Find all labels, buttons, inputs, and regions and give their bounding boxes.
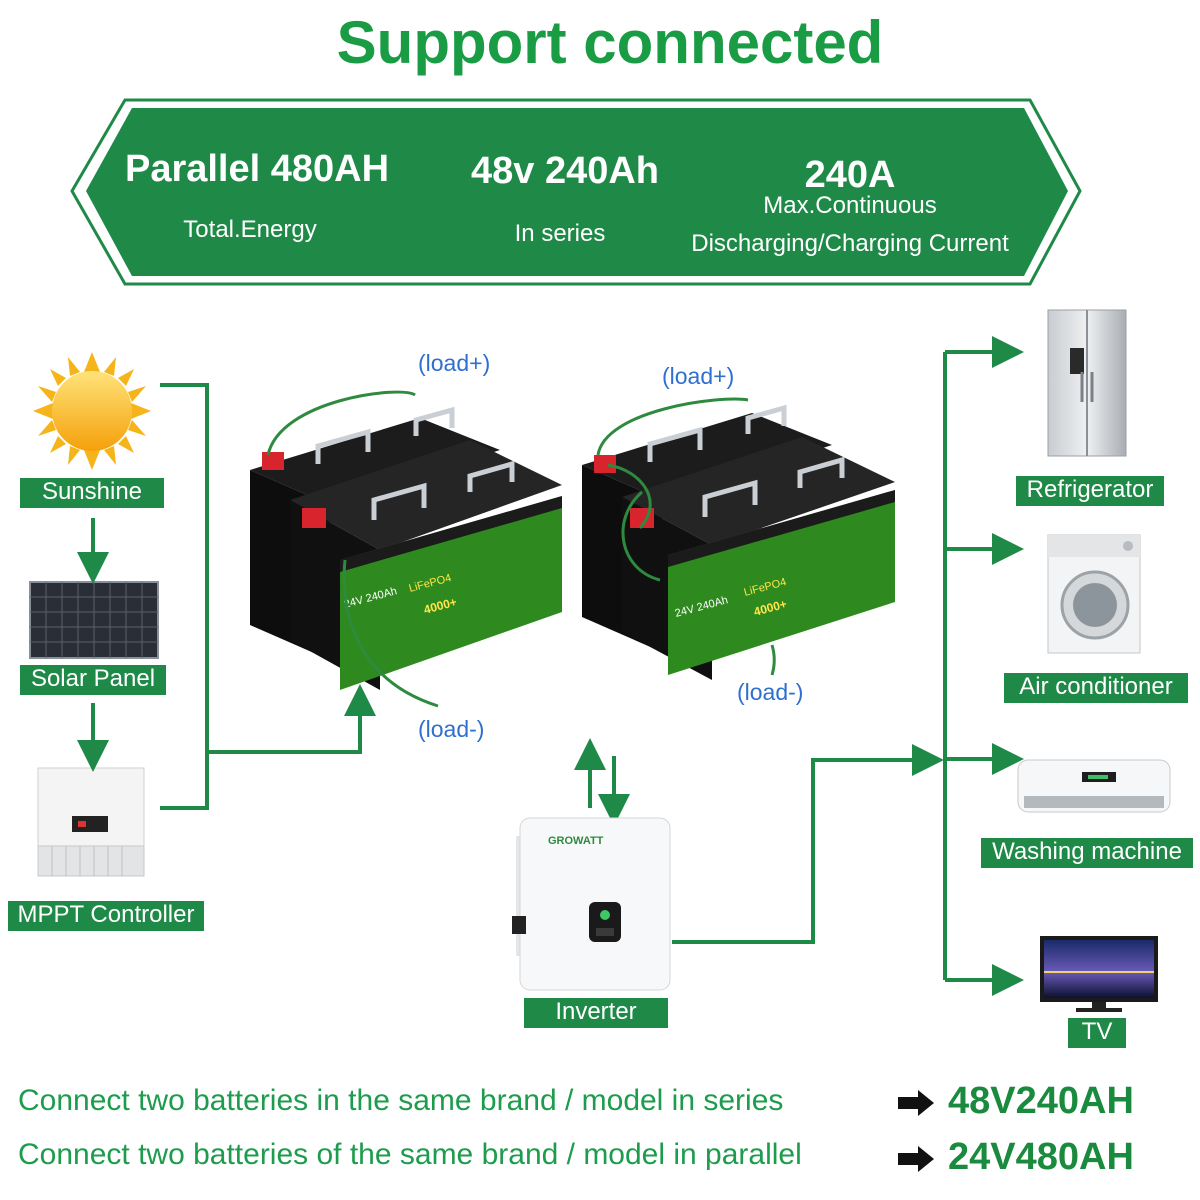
sunshine-label: Sunshine [18, 476, 166, 510]
left-load-minus-label: (load-) [418, 716, 485, 742]
refrigerator-label: Refrigerator [1014, 474, 1166, 508]
spec-parallel-label: Total.Energy [183, 216, 317, 243]
air-conditioner-icon [1017, 759, 1171, 813]
parallel-note: Connect two batteries of the same brand … [18, 1138, 802, 1171]
right-load-plus-label: (load+) [662, 363, 735, 389]
spec-parallel-value: Parallel 480AH [124, 148, 390, 190]
parallel-result: 24V480AH [948, 1136, 1134, 1178]
washing-machine-label: Washing machine [979, 836, 1195, 870]
washer-icon [1047, 534, 1141, 654]
series-note: Connect two batteries in the same brand … [18, 1084, 784, 1117]
inverter-brand: GROWATT [548, 835, 604, 847]
spec-current-label-line2: Discharging/Charging Current [691, 230, 1009, 257]
note-arrows [898, 1090, 934, 1172]
sun-icon [33, 352, 151, 470]
spec-series-label: In series [514, 220, 606, 247]
tv-label: TV [1066, 1016, 1128, 1050]
air-conditioner-label: Air conditioner [1002, 671, 1190, 705]
load-flow-lines [672, 336, 1024, 996]
right-load-minus-label: (load-) [737, 679, 804, 705]
inverter-icon: GROWATT [512, 817, 671, 991]
battery-pack-left: 24V 240Ah LiFePO4 4000+ [250, 390, 562, 708]
refrigerator-icon [1047, 309, 1127, 457]
spec-current-label-line1: Max.Continuous [763, 192, 937, 219]
left-load-plus-label: (load+) [418, 350, 491, 376]
battery-pack-right: 24V 240Ah LiFePO4 4000+ [582, 397, 895, 680]
spec-banner [70, 98, 1082, 286]
solar-panel-label: Solar Panel [18, 663, 168, 697]
spec-series-value: 48v 240Ah [470, 150, 659, 192]
source-flow-lines [77, 383, 376, 810]
mppt-controller-label: MPPT Controller [6, 899, 206, 933]
inverter-label: Inverter [522, 996, 670, 1030]
inverter-flow-arrows [574, 738, 630, 826]
solar-panel-icon [29, 581, 159, 659]
spec-current-value: 240A [804, 154, 896, 196]
page-title: Support connected [336, 9, 884, 76]
tv-icon [1040, 936, 1158, 1012]
series-result: 48V240AH [948, 1080, 1134, 1122]
mppt-controller-icon [37, 767, 145, 877]
